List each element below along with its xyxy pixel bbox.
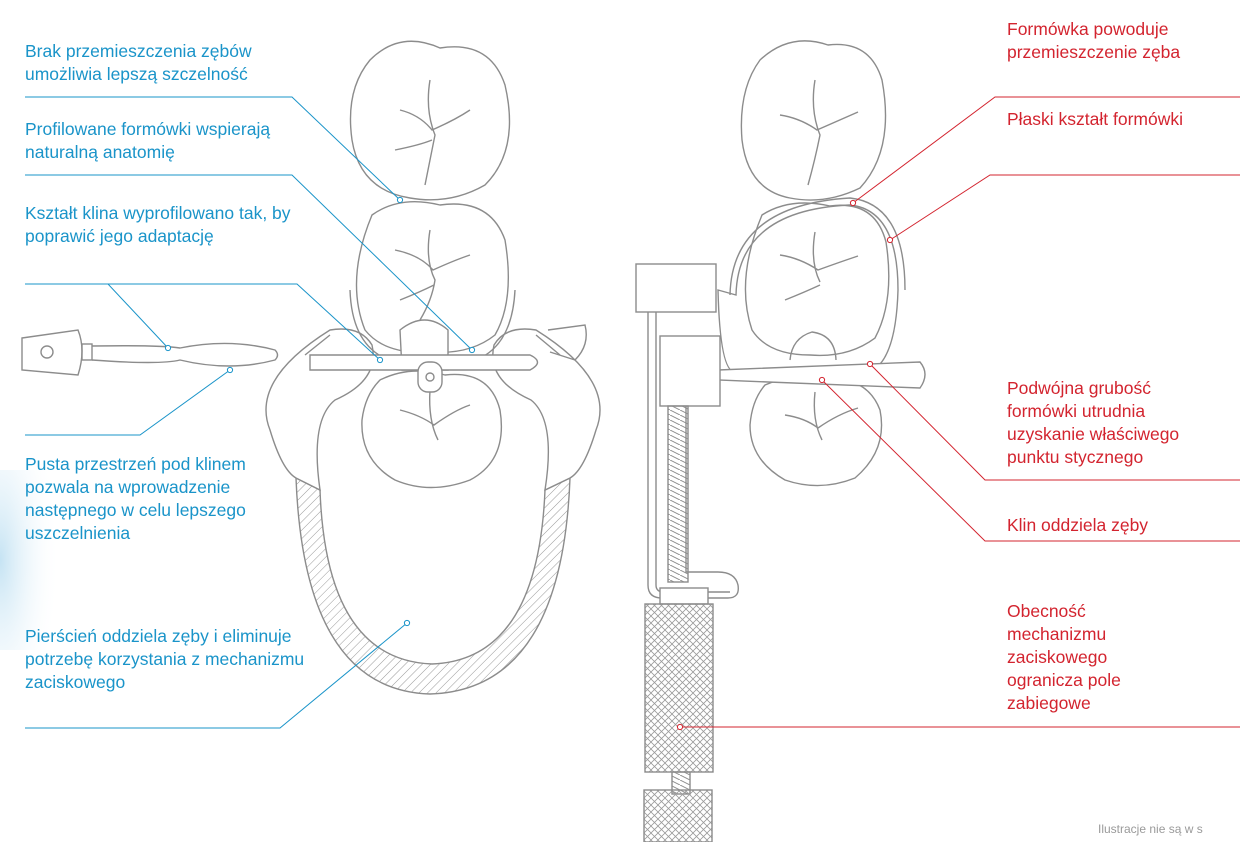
leader-brak (25, 96, 401, 201)
label-formowka-powoduje: Formówka powoduje przemieszczenie zęba (1007, 19, 1181, 62)
label-plaski-ksztalt: Płaski kształt formówki (1007, 109, 1184, 129)
label-brak-przemieszczenia: Brak przemieszczenia zębów umożliwia lep… (25, 41, 252, 84)
label-obecnosc-mechanizmu: Obecność mechanizmu zaciskowego ogranicz… (1007, 601, 1121, 713)
right-tooth-bottom (749, 375, 883, 487)
leader-ksztalt (25, 283, 381, 361)
leader-ksztalt-wedge (25, 283, 169, 349)
label-pierscien: Pierścień oddziela zęby i eliminuje potr… (25, 626, 305, 692)
label-ksztalt-klina: Kształt klina wyprofilowano tak, by popr… (25, 203, 291, 246)
leader-pusta (25, 369, 231, 436)
left-tooth-bottom (361, 370, 503, 489)
right-tooth-middle (744, 202, 890, 361)
footnote: Ilustracje nie są w s (1098, 822, 1203, 836)
leader-klin (821, 379, 1240, 542)
label-podwojna-grubosc: Podwójna grubość formówki utrudnia uzysk… (1007, 378, 1180, 467)
left-wedge-in-situ (309, 354, 539, 393)
leader-pierscien (25, 622, 408, 729)
clamp-mechanism (635, 263, 739, 842)
leader-plaski (889, 174, 1240, 241)
label-klin-oddziela: Klin oddziela zęby (1007, 515, 1149, 535)
right-wedge (717, 361, 926, 389)
left-tooth-top (349, 40, 511, 201)
standalone-wedge (21, 329, 279, 376)
leader-profilowane (25, 174, 473, 351)
leader-formowka (852, 96, 1240, 204)
left-glow (0, 470, 60, 650)
left-tooth-middle (355, 200, 509, 354)
label-pusta-przestrzen: Pusta przestrzeń pod klinem pozwala na w… (25, 454, 246, 543)
leader-podwojna (869, 363, 1240, 481)
label-profilowane-formowki: Profilowane formówki wspierają naturalną… (25, 119, 271, 162)
right-tooth-top (740, 40, 887, 201)
